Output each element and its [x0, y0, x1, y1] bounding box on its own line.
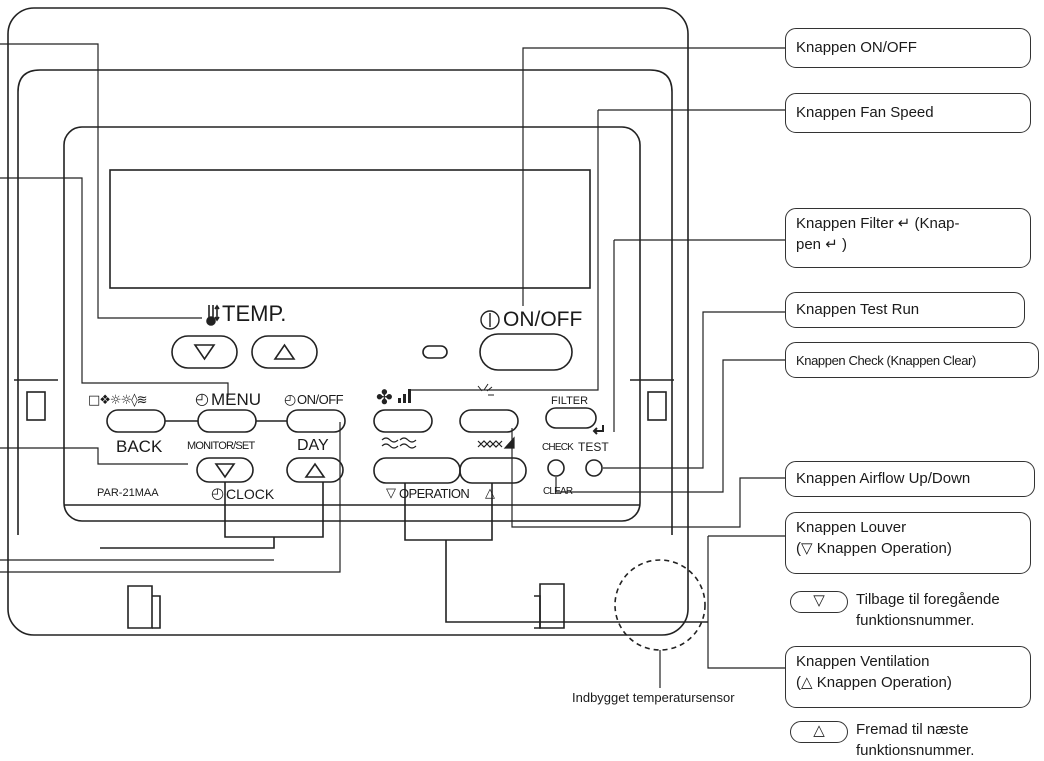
operation-down-button[interactable] [373, 457, 461, 484]
on-off-callout-text: Knappen ON/OFF [796, 39, 917, 56]
clear-label: CLEAR [543, 486, 573, 497]
mode-icons-label: □❖☼☼◊≋ [88, 393, 148, 408]
ventilation-icon [477, 436, 515, 449]
ventilation-callout-line1: Knappen Ventilation [796, 653, 930, 670]
check-label: CHECK [542, 442, 574, 453]
fan-speed-button[interactable] [373, 409, 433, 433]
filter-callout-line1: Knappen Filter [796, 215, 894, 232]
airflow-callout: Knappen Airflow Up/Down [785, 461, 1035, 497]
menu-label: MENU [211, 390, 262, 409]
forward-key-callout: △ [790, 721, 848, 743]
power-icon [480, 310, 500, 330]
triangle-up-icon: △ [801, 674, 813, 691]
fan-speed-callout: Knappen Fan Speed [785, 93, 1031, 133]
test-run-callout: Knappen Test Run [785, 292, 1025, 328]
model-label: PAR-21MAA [97, 487, 159, 499]
test-button[interactable] [585, 459, 603, 477]
timer-on-off-button[interactable] [286, 409, 346, 433]
on-off-label: ON/OFF [503, 308, 583, 331]
remote-outer-body [7, 7, 689, 636]
back-note-line1: Tilbage til foregående [856, 591, 1000, 608]
fan-speed-icon: ✤ [376, 385, 411, 409]
enter-icon: ↵ [825, 236, 838, 253]
triangle-down-icon: ▽ [801, 540, 813, 557]
monitor-set-label: MONITOR/SET [187, 440, 255, 452]
check-clear-button[interactable] [547, 459, 565, 477]
right-side-button[interactable] [647, 391, 667, 421]
operation-up-button[interactable] [459, 457, 527, 484]
filter-label: FILTER [551, 395, 589, 407]
filter-button[interactable] [545, 407, 597, 429]
louver-callout-line2: Knappen Operation) [816, 540, 952, 557]
sensor-label: Indbygget temperatursensor [572, 690, 735, 705]
day-label: DAY [297, 437, 329, 454]
left-side-button[interactable] [26, 391, 46, 421]
on-off-button[interactable] [479, 333, 573, 371]
temp-up-button[interactable] [251, 335, 318, 369]
menu-button[interactable] [197, 409, 257, 433]
louver-callout-line1: Knappen Louver [796, 519, 907, 536]
forward-note: Fremad til næste funktionsnummer. [856, 719, 974, 761]
louver-callout: Knappen Louver (▽ Knappen Operation) [785, 512, 1031, 574]
remote-inner-frame [17, 69, 673, 535]
louver-icon [477, 383, 494, 396]
test-run-callout-text: Knappen Test Run [796, 301, 920, 318]
back-label: BACK [116, 437, 163, 456]
triangle-up-icon: △ [813, 722, 825, 739]
check-callout: Knappen Check (Knappen Clear) [785, 342, 1039, 378]
on-off-callout: Knappen ON/OFF [785, 28, 1031, 68]
temp-down-button[interactable] [171, 335, 238, 369]
ventilation-callout: Knappen Ventilation (△ Knappen Operation… [785, 646, 1031, 708]
filter-callout-line1b: (Knap- [914, 215, 960, 232]
filter-callout-line2: pen [796, 236, 822, 253]
forward-note-line1: Fremad til næste [856, 721, 969, 738]
clock-up-button[interactable] [286, 457, 344, 483]
mode-button[interactable] [106, 409, 166, 433]
fan-speed-callout-text: Knappen Fan Speed [796, 104, 934, 121]
back-note-line2: funktionsnummer. [856, 612, 975, 629]
lcd-display [109, 169, 591, 289]
airflow-callout-text: Knappen Airflow Up/Down [796, 470, 971, 487]
clock-icon: ◴ [195, 391, 209, 408]
enter-icon [592, 425, 604, 435]
check-callout-text: Knappen Check (Knappen Clear) [796, 353, 976, 368]
indicator-lamp [422, 345, 448, 359]
temp-label: TEMP. [222, 301, 287, 326]
airflow-icon [381, 437, 417, 449]
remote-panel-frame [63, 126, 641, 522]
temperature-sensor-outline [614, 559, 706, 651]
ventilation-callout-line2: Knappen Operation) [816, 674, 952, 691]
filter-callout-line2b: ) [841, 236, 847, 253]
clock-label: CLOCK [226, 486, 275, 502]
thermometer-icon [206, 304, 220, 326]
back-note: Tilbage til foregående funktionsnummer. [856, 589, 1000, 631]
triangle-down-icon: ▽ [813, 592, 825, 609]
timer-icon: ◴ [284, 391, 297, 407]
back-key-callout: ▽ [790, 591, 848, 613]
clock-icon: ◴ [211, 485, 225, 502]
filter-callout: Knappen Filter ↵ (Knap- pen ↵ ) [785, 208, 1031, 268]
svg-text:✤: ✤ [376, 385, 393, 409]
test-label: TEST [578, 440, 609, 454]
louver-button[interactable] [459, 409, 519, 433]
triangle-up-icon: △ [485, 485, 495, 500]
timer-on-off-label: ON/OFF [297, 392, 344, 407]
triangle-down-icon: ▽ [386, 485, 396, 500]
enter-icon: ↵ [897, 215, 911, 232]
operation-label: OPERATION [399, 486, 470, 501]
